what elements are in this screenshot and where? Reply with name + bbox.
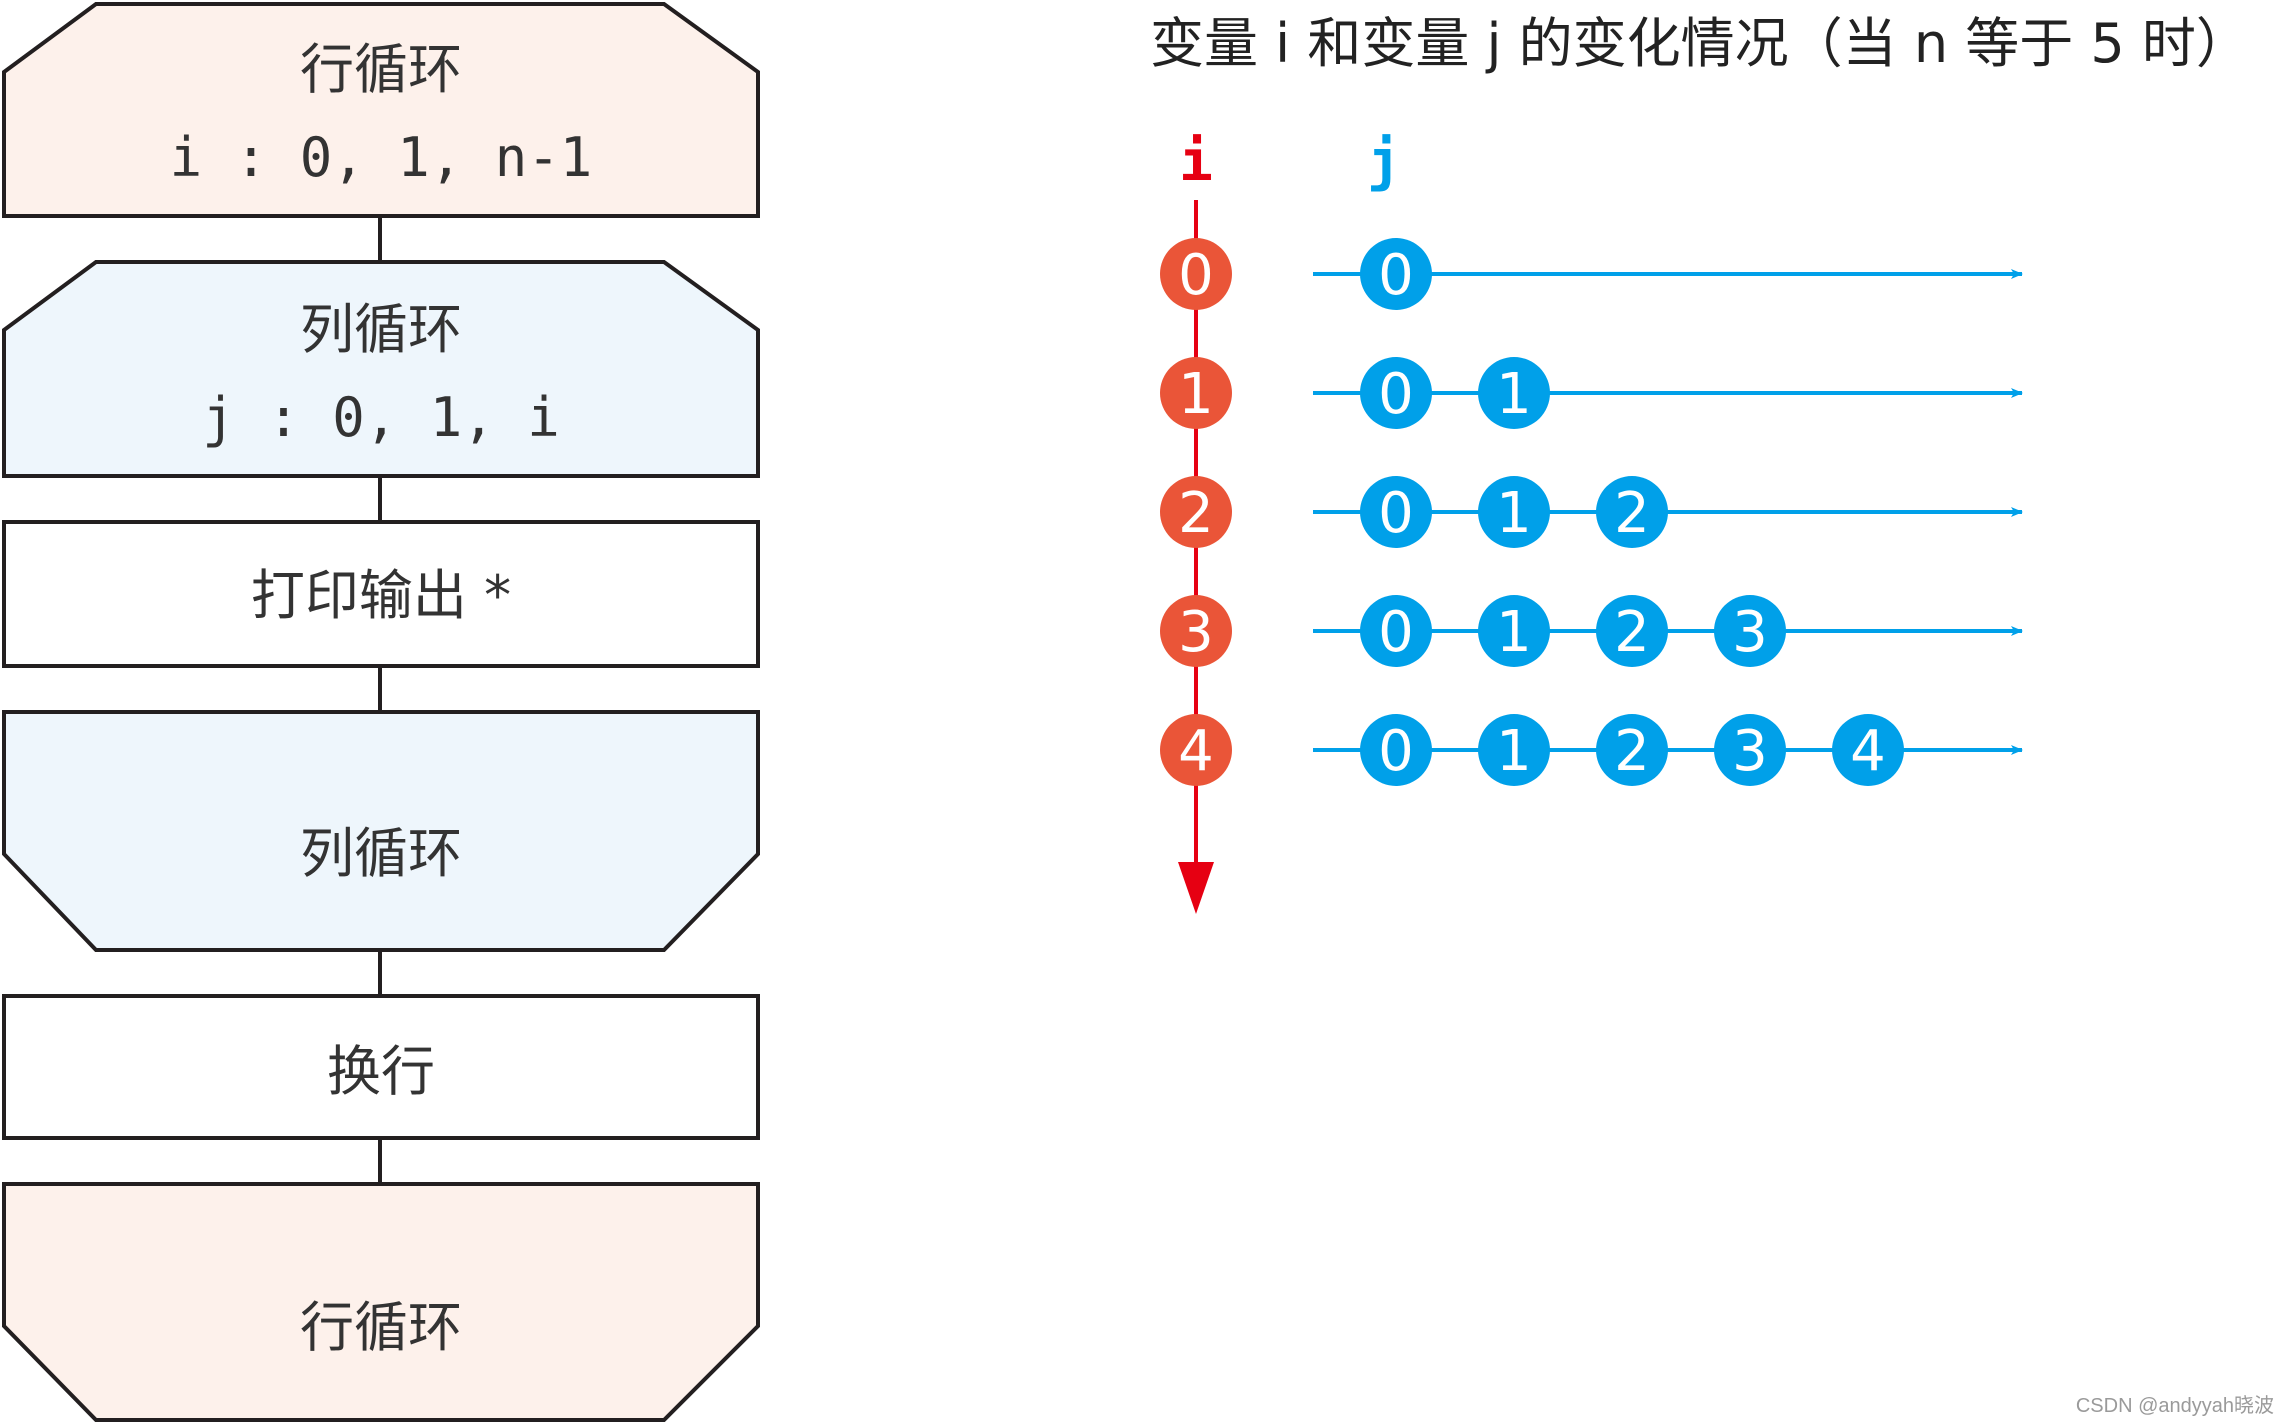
j-axis-label: j — [1367, 129, 1401, 194]
print-step-label: 打印输出 * — [251, 564, 511, 627]
col-loop-end-block: 列循环 — [2, 710, 760, 952]
j-node — [1832, 714, 1904, 786]
j-node — [1596, 595, 1668, 667]
col-loop-start-title: 列循环 — [300, 298, 462, 361]
j-node-label: 1 — [1496, 600, 1532, 665]
i-node-label: 0 — [1178, 243, 1214, 308]
watermark: CSDN @andyyah晓波 — [2076, 1394, 2274, 1417]
flowchart: 行循环 i : 0, 1, n-1 列循环 j : 0, 1, i 打印输出 *… — [1, 1, 760, 1422]
j-node-label: 4 — [1850, 719, 1886, 784]
col-loop-start-range: j : 0, 1, i — [202, 386, 560, 449]
j-node — [1714, 595, 1786, 667]
j-node — [1596, 476, 1668, 548]
j-node-label: 0 — [1378, 481, 1414, 546]
j-node-label: 1 — [1496, 481, 1532, 546]
j-node — [1714, 714, 1786, 786]
j-node-label: 3 — [1732, 719, 1768, 784]
trace-row: 4 0 1 2 3 4 — [1160, 714, 2023, 786]
i-node-label: 3 — [1178, 600, 1214, 665]
i-node — [1160, 595, 1232, 667]
col-loop-end-title: 列循环 — [300, 822, 462, 885]
row-loop-end-block: 行循环 — [1, 1182, 760, 1422]
i-node-label: 4 — [1178, 719, 1214, 784]
i-node — [1160, 357, 1232, 429]
j-node — [1596, 714, 1668, 786]
j-node-label: 1 — [1496, 719, 1532, 784]
i-node — [1160, 238, 1232, 310]
j-node-label: 2 — [1614, 481, 1650, 546]
row-loop-start-block: 行循环 i : 0, 1, n-1 — [2, 1, 760, 218]
j-node — [1360, 357, 1432, 429]
print-step-block: 打印输出 * — [2, 520, 760, 668]
j-node — [1478, 357, 1550, 429]
col-loop-start-block: 列循环 j : 0, 1, i — [2, 260, 760, 478]
trace-row: 1 0 1 — [1160, 357, 2023, 429]
j-node-label: 0 — [1378, 243, 1414, 308]
j-node — [1478, 476, 1550, 548]
j-node — [1360, 714, 1432, 786]
j-node-label: 0 — [1378, 362, 1414, 427]
i-axis-arrowhead — [1178, 862, 1214, 914]
j-node — [1360, 238, 1432, 310]
trace-row: 3 0 1 2 3 — [1160, 595, 2023, 667]
i-node — [1160, 714, 1232, 786]
i-node-label: 2 — [1178, 481, 1214, 546]
row-loop-end-title: 行循环 — [300, 1296, 462, 1359]
j-node-label: 0 — [1378, 600, 1414, 665]
j-node-label: 2 — [1614, 600, 1650, 665]
row-loop-start-range: i : 0, 1, n-1 — [170, 126, 593, 189]
j-node — [1360, 476, 1432, 548]
i-axis-label: i — [1179, 129, 1213, 194]
j-node-label: 3 — [1732, 600, 1768, 665]
newline-step-label: 换行 — [327, 1040, 435, 1103]
trace-title: 变量 i 和变量 j 的变化情况（当 n 等于 5 时） — [1150, 12, 2250, 75]
j-node-label: 0 — [1378, 719, 1414, 784]
newline-step-block: 换行 — [2, 994, 760, 1140]
row-loop-start-title: 行循环 — [300, 38, 462, 101]
j-node — [1360, 595, 1432, 667]
j-node — [1478, 714, 1550, 786]
i-node-label: 1 — [1178, 362, 1214, 427]
j-node-label: 2 — [1614, 719, 1650, 784]
j-node — [1478, 595, 1550, 667]
i-node — [1160, 476, 1232, 548]
j-node-label: 1 — [1496, 362, 1532, 427]
